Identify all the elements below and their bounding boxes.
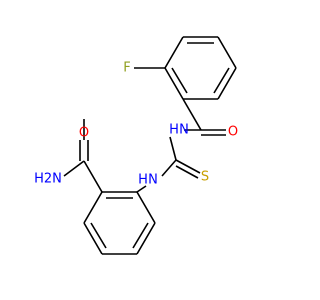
thiourea-nh-group: H N (138, 173, 158, 188)
bond (171, 67, 188, 94)
oxygen-atom-label: O (228, 125, 238, 140)
bond (132, 222, 149, 249)
amide-nh-group: N H (169, 123, 189, 138)
molecule-structure: F N H O H N S O H2N (34, 36, 238, 255)
bond-thiocarbonyl (175, 165, 199, 179)
bond (136, 191, 156, 224)
hydrogen-atom-label: H (138, 173, 148, 188)
bond (164, 67, 184, 100)
bond (90, 222, 107, 249)
bond (83, 160, 103, 193)
molecule-canvas: F N H O H N S O H2N (34, 36, 239, 255)
bond (164, 36, 184, 69)
amine-group-label: H2N (34, 172, 62, 187)
bond (136, 185, 147, 193)
sulfur-atom-label: S (201, 170, 209, 185)
bond (83, 191, 103, 224)
nitrogen-atom-label: N (148, 173, 158, 188)
hydrogen-atom-label: H (169, 123, 179, 138)
bond (161, 159, 177, 177)
bond (63, 160, 85, 177)
bond (217, 67, 237, 100)
bond-thiocarbonyl (175, 159, 201, 174)
oxygen-atom-label: O (79, 126, 89, 141)
fluorophenyl-ring (164, 36, 237, 100)
bond (217, 36, 237, 69)
bond (213, 67, 230, 94)
nitrogen-atom-label: N (179, 123, 189, 138)
bond (136, 222, 156, 255)
bond (169, 136, 177, 161)
carbamoylphenyl-ring (83, 191, 156, 255)
bond (83, 222, 103, 255)
fluorine-atom-label: F (123, 61, 130, 76)
bond (182, 98, 202, 131)
